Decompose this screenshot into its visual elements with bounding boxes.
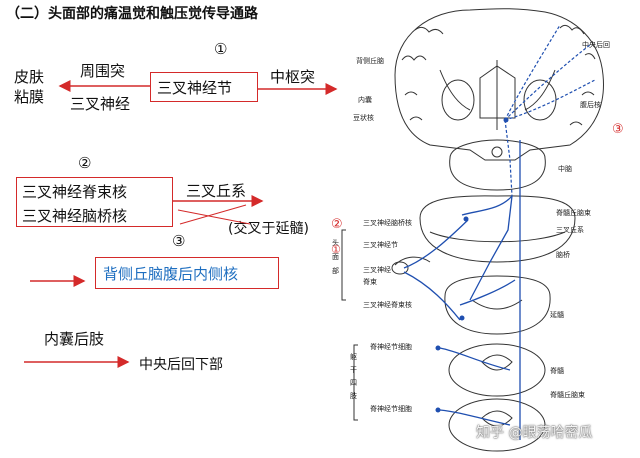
peripheral-process-label: 周围突 xyxy=(80,62,126,80)
olive xyxy=(471,299,523,310)
lbl-part: 部 xyxy=(332,267,339,275)
aqueduct xyxy=(491,146,503,158)
diagram-num-2: ② xyxy=(331,217,343,232)
cross-line-2 xyxy=(179,204,247,225)
vpm-dot xyxy=(503,117,509,123)
lbl-face: 面 xyxy=(332,253,339,261)
trigeminal-lemniscus-path xyxy=(469,195,513,301)
step-number-2: ② xyxy=(78,154,92,172)
midbrain-section xyxy=(449,139,546,191)
medulla-section xyxy=(444,275,551,335)
step-number-1: ① xyxy=(214,40,228,58)
spinal-ganglion-lower-dot xyxy=(435,407,441,413)
head-face-brace xyxy=(341,229,346,301)
skin-label: 皮肤 xyxy=(14,68,45,86)
pons-fibers xyxy=(429,231,566,243)
spinal-nucleus-dot xyxy=(459,315,465,321)
lbl-trig-nerve: 三叉神经 xyxy=(363,266,391,274)
lbl-spinal-ganglion-lower: 脊神经节细胞 xyxy=(370,405,412,413)
lbl-spinothalamic: 脊髓丘脑束 xyxy=(556,209,591,217)
gray-matter-upper xyxy=(481,354,513,371)
internal-capsule-label: 内囊后肢 xyxy=(44,330,105,348)
lbl-pontine-nucleus: 三叉神经脑桥核 xyxy=(363,219,412,227)
ganglion-box xyxy=(150,72,258,102)
lbl-trunk-3: 四 xyxy=(350,379,357,387)
lbl-spinothalamic-lower: 脊髓丘脑束 xyxy=(550,391,585,399)
spinal-ganglion-upper-dot xyxy=(435,345,441,351)
cortex-label: 中央后回下部 xyxy=(139,357,223,373)
lentiform-left xyxy=(441,79,475,121)
spinal-ganglion-upper-fiber xyxy=(439,347,511,371)
internal-capsule-lines xyxy=(439,69,556,111)
thalamus-label: 背侧丘脑腹后内侧核 xyxy=(103,265,239,283)
lbl-thalamus: 背侧丘脑 xyxy=(356,57,384,65)
gyri-folds xyxy=(401,24,596,126)
spinal-ganglion-lower-fiber xyxy=(439,409,511,426)
central-process-label: 中枢突 xyxy=(270,68,316,86)
pontine-nucleus-label: 三叉神经脑桥核 xyxy=(22,207,128,225)
lbl-trunk-4: 肢 xyxy=(350,392,357,400)
step-number-3: ③ xyxy=(172,232,186,250)
ganglion-to-spinal xyxy=(403,271,461,321)
lbl-midbrain: 中脑 xyxy=(558,165,572,173)
cerebrum-outline xyxy=(394,8,604,161)
nucleus-box xyxy=(16,177,173,227)
lbl-vpm: 腹后核 xyxy=(580,101,601,109)
lbl-trig-lemniscus: 三叉丘系 xyxy=(556,226,584,234)
spinal-nucleus-label: 三叉神经脊束核 xyxy=(22,183,128,201)
thalamus-box xyxy=(95,257,279,289)
lbl-medulla: 延髓 xyxy=(550,311,564,319)
lentiform-right xyxy=(523,79,557,121)
lbl-cortex: 中央后回 xyxy=(582,41,610,49)
spinal-cord-lower xyxy=(448,398,546,452)
diagram-num-1: ① xyxy=(331,243,341,256)
lemniscus-upper xyxy=(504,119,513,197)
lbl-trunk-1: 躯 xyxy=(350,353,357,361)
thalamocortical-fibers xyxy=(504,24,596,121)
crossing-note: (交叉于延髓) xyxy=(228,221,309,237)
lbl-capsule: 内囊 xyxy=(358,96,372,104)
diagram-num-3: ③ xyxy=(612,122,624,137)
page-title: （二）头面部的痛温觉和触压觉传导通路 xyxy=(6,6,258,22)
watermark: 知乎 @眼荡哈密瓜 xyxy=(476,425,593,441)
trigeminal-lemniscus-label: 三叉丘系 xyxy=(186,182,247,200)
pons-section xyxy=(419,195,576,263)
lbl-head: 头 xyxy=(332,239,339,247)
ganglion-label: 三叉神经节 xyxy=(157,79,233,97)
lbl-spinal-ganglion-upper: 脊神经节细胞 xyxy=(370,343,412,351)
lbl-lentiform: 豆状核 xyxy=(353,114,374,122)
cross-line-1 xyxy=(177,209,251,225)
gray-matter-lower xyxy=(481,410,513,427)
spinal-crossing xyxy=(459,279,516,306)
thalamus-shape xyxy=(479,65,516,119)
spinal-cord-upper xyxy=(448,343,546,397)
ganglion-to-pontine xyxy=(403,219,469,269)
lbl-spinal-nucleus: 三叉神经脊束核 xyxy=(363,301,412,309)
lbl-spinal-cord: 脊髓 xyxy=(550,367,564,375)
lbl-trunk-2: 干 xyxy=(350,366,357,374)
pontine-crossing xyxy=(461,195,513,216)
pontine-nucleus-dot xyxy=(463,216,469,222)
trigeminal-ganglion xyxy=(391,261,409,275)
mucosa-label: 粘膜 xyxy=(14,88,45,106)
lbl-pons: 脑桥 xyxy=(556,251,570,259)
lbl-spinal-tract: 脊束 xyxy=(363,278,377,286)
trigeminal-nerve-label: 三叉神经 xyxy=(70,95,131,113)
lbl-trig-ganglion: 三叉神经节 xyxy=(363,241,398,249)
trigeminal-nerve-root xyxy=(394,256,431,266)
trunk-brace xyxy=(353,344,358,421)
